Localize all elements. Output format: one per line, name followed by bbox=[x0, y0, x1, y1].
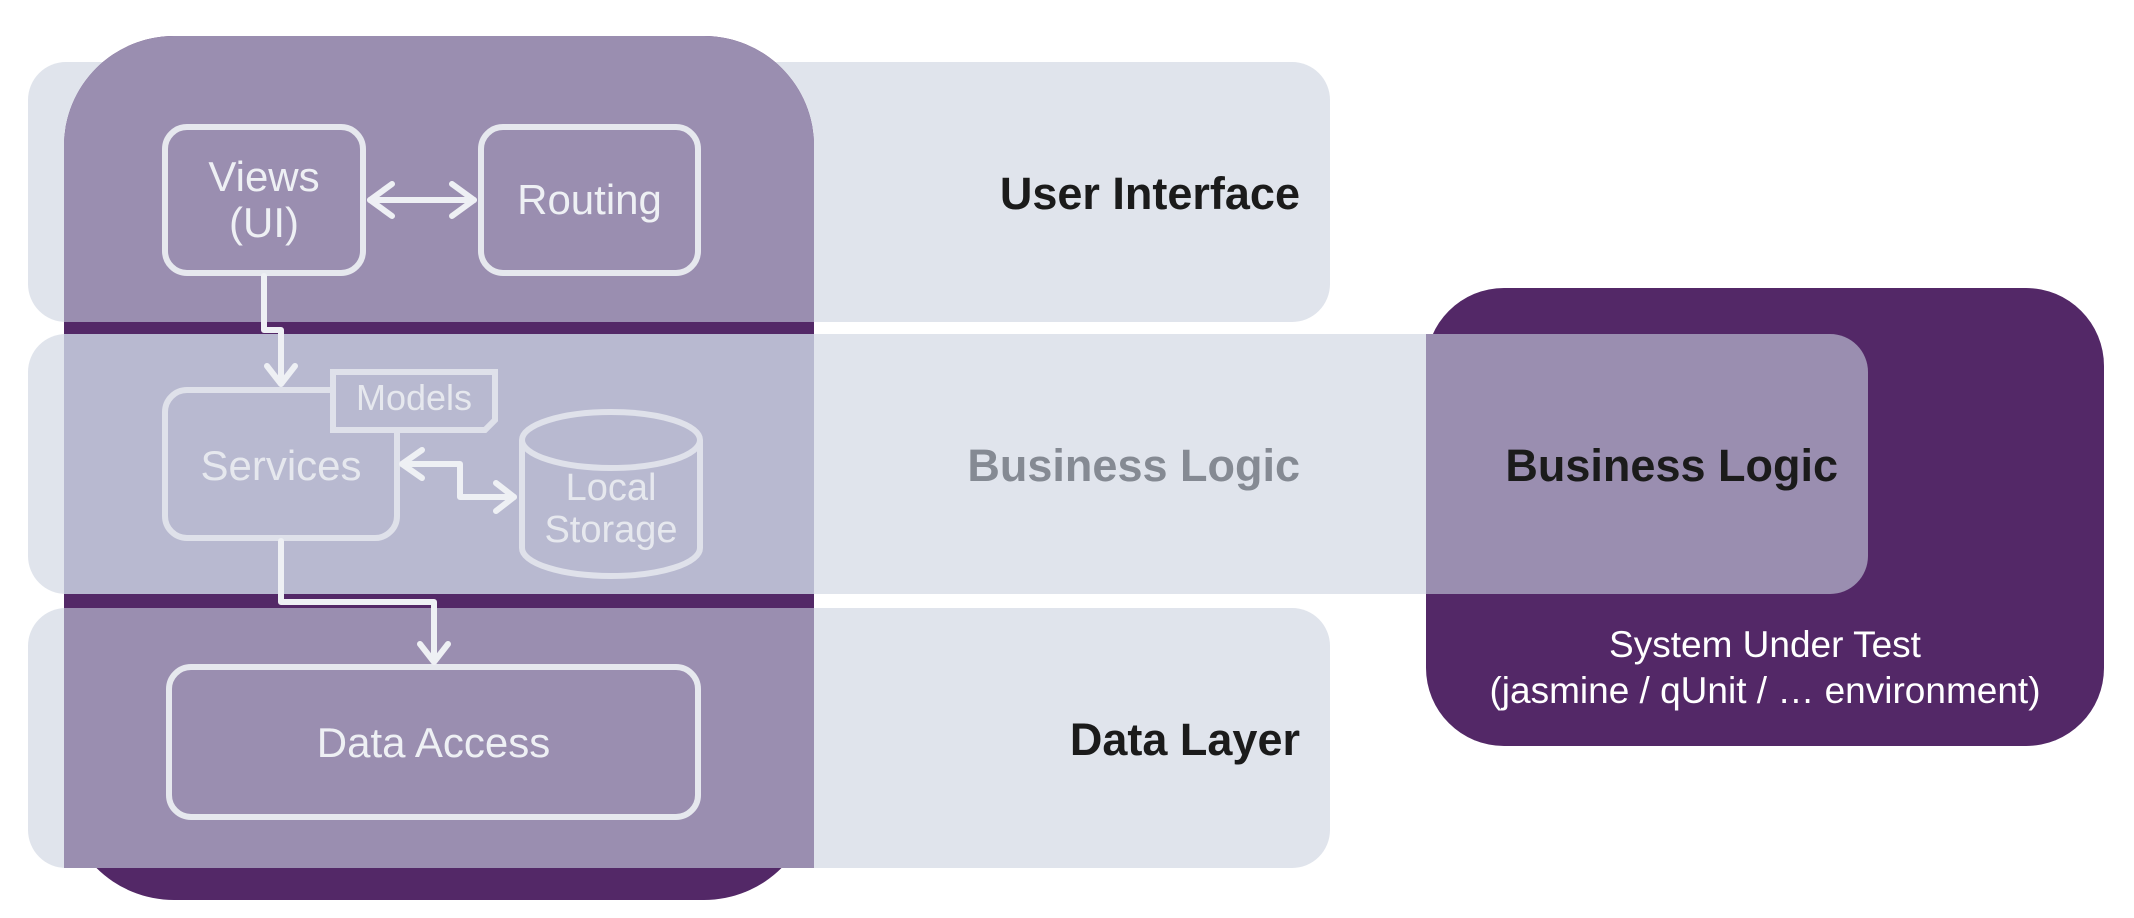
views-label-line1: Views bbox=[208, 153, 320, 200]
routing-label: Routing bbox=[517, 176, 662, 223]
routing-box bbox=[478, 124, 701, 276]
services-label: Services bbox=[200, 442, 362, 489]
views-routing-arrow bbox=[367, 181, 477, 219]
sut-caption-line2: (jasmine / qUnit / … environment) bbox=[1489, 670, 2041, 711]
models-note bbox=[330, 369, 498, 433]
local-storage-label-line2: Storage bbox=[544, 509, 678, 551]
sut-business-logic-label: Business Logic bbox=[1505, 440, 1838, 491]
models-label: Models bbox=[355, 377, 473, 418]
sut-caption: System Under Test (jasmine / qUnit / … e… bbox=[1426, 622, 2104, 714]
views-label: Views (UI) bbox=[165, 154, 363, 246]
data-layer-label: Data Layer bbox=[1069, 714, 1300, 765]
views-label-line2: (UI) bbox=[229, 199, 299, 246]
local-storage-cylinder bbox=[519, 409, 703, 579]
local-storage-label-line1: Local bbox=[565, 467, 657, 509]
data-access-label: Data Access bbox=[316, 719, 551, 766]
sut-caption-line1: System Under Test bbox=[1609, 624, 1921, 665]
business-logic-layer-label: Business Logic bbox=[967, 440, 1300, 491]
ui-overlay-bottom bbox=[64, 140, 814, 322]
services-data-access-arrow bbox=[278, 538, 451, 665]
user-interface-layer-label: User Interface bbox=[999, 168, 1300, 219]
views-services-arrow bbox=[261, 273, 298, 387]
local-storage-label: Local Storage bbox=[522, 467, 700, 551]
sut-business-overlay bbox=[1426, 334, 1868, 594]
services-storage-arrow bbox=[399, 447, 517, 514]
sut-business-overlay-left bbox=[1426, 334, 1486, 594]
data-access-box bbox=[166, 664, 701, 820]
